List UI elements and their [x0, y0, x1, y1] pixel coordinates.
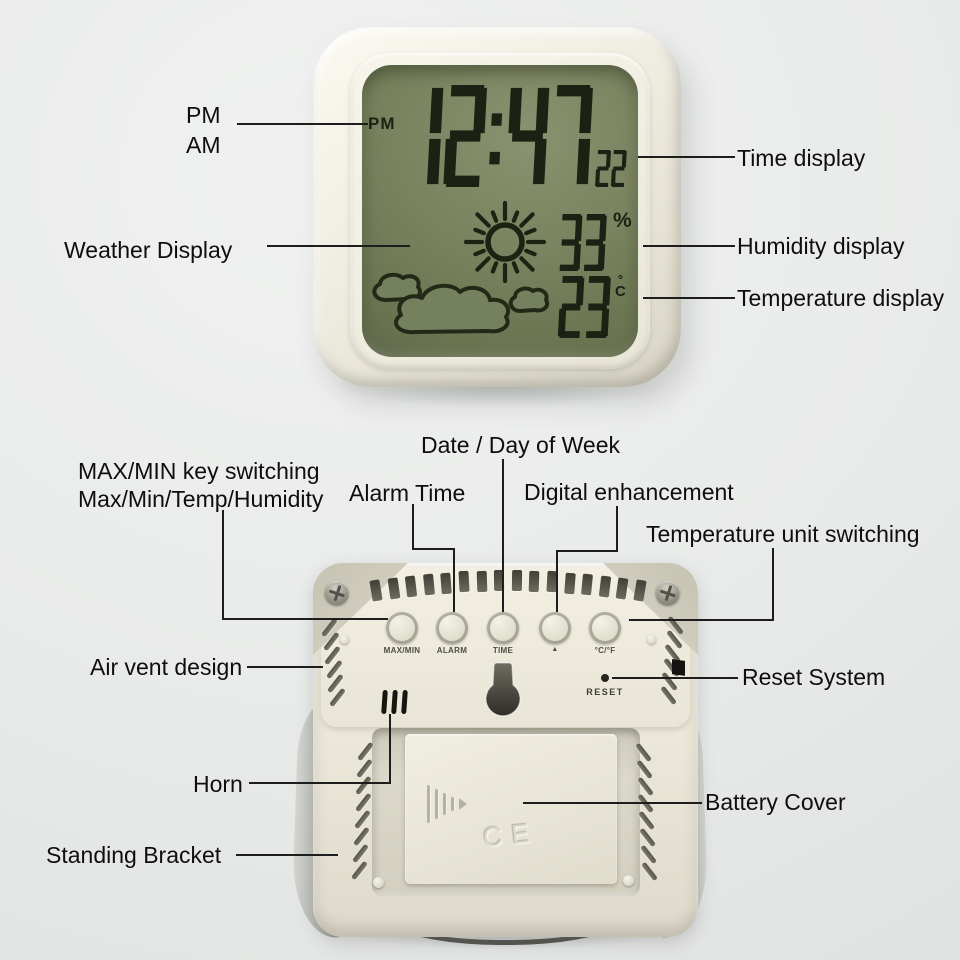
label-digital-enhancement: Digital enhancement: [524, 479, 734, 505]
button-c-f[interactable]: [589, 612, 621, 644]
leader-pm: [237, 123, 368, 125]
leader-digital-h: [556, 550, 618, 552]
leader-humidity: [643, 245, 735, 247]
label-temperature-unit-switching: Temperature unit switching: [646, 521, 920, 547]
molding-peg: [340, 635, 349, 644]
leader-tempunit-h: [629, 619, 774, 621]
percent-symbol: %: [613, 209, 632, 232]
reset-text: RESET: [586, 687, 624, 697]
leader-reset-h: [612, 677, 738, 679]
button-c-f-label: °C/°F: [594, 646, 616, 655]
leader-battery-h: [523, 802, 702, 804]
leader-bracket-h: [236, 854, 338, 856]
ce-mark: CE: [481, 817, 540, 853]
molding-peg: [647, 635, 656, 644]
button-alarm[interactable]: [436, 612, 468, 644]
weather-clock-back: MAX/MIN ALARM TIME ▲ °C/°F RESET: [313, 563, 698, 937]
label-weather-display: Weather Display: [64, 237, 233, 263]
button-max-min-label: MAX/MIN: [383, 646, 421, 655]
leader-digital-v2: [556, 550, 558, 612]
leader-maxmin-v: [222, 510, 224, 620]
button-time[interactable]: [487, 612, 519, 644]
leader-horn-v: [389, 714, 391, 784]
label-standing-bracket: Standing Bracket: [46, 842, 222, 868]
humidity-value: [559, 214, 607, 271]
label-horn: Horn: [193, 771, 243, 797]
pm-indicator: PM: [368, 114, 396, 133]
celsius-symbol: °C: [615, 272, 626, 300]
leader-digital-v1: [616, 506, 618, 552]
button-max-min[interactable]: [386, 612, 418, 644]
seconds-value: [595, 150, 627, 187]
weather-clock-front: PM % °C: [313, 27, 681, 387]
leader-alarm-v1: [412, 504, 414, 550]
time-value: [405, 85, 593, 187]
leader-airvent-h: [247, 666, 323, 668]
label-battery-cover: Battery Cover: [705, 789, 846, 815]
leader-time: [638, 156, 735, 158]
label-alarm-time: Alarm Time: [349, 480, 466, 506]
lcd-screen: PM % °C: [362, 65, 638, 357]
keyhole-hanger: [485, 662, 521, 717]
temperature-value: [557, 276, 611, 338]
lcd-bezel: PM % °C: [350, 53, 650, 369]
leader-temperature: [643, 297, 735, 299]
battery-cover[interactable]: CE: [405, 734, 617, 884]
leader-alarm-h: [412, 548, 455, 550]
battery-cover-grip: [427, 780, 467, 828]
leader-weather: [267, 245, 410, 247]
label-reset-system: Reset System: [742, 664, 886, 690]
sun-icon: [463, 200, 547, 284]
label-maxmin-switching: MAX/MIN key switching Max/Min/Temp/Humid…: [78, 458, 324, 512]
label-air-vent-design: Air vent design: [90, 654, 243, 680]
latch-hole: [672, 659, 685, 676]
standing-bracket-bottom: [332, 872, 678, 945]
molding-peg: [623, 875, 634, 886]
reset-pinhole[interactable]: [601, 674, 609, 682]
button-time-label: TIME: [492, 646, 514, 655]
label-date-day-of-week: Date / Day of Week: [421, 432, 620, 458]
leader-alarm-v2: [453, 548, 455, 612]
label-time-display: Time display: [737, 145, 866, 171]
label-pm-am: PM AM: [186, 102, 221, 158]
button-up[interactable]: [539, 612, 571, 644]
button-up-label: ▲: [551, 646, 559, 653]
button-alarm-label: ALARM: [436, 646, 468, 655]
leader-maxmin-h: [222, 618, 388, 620]
leader-horn-h: [249, 782, 391, 784]
label-humidity-display: Humidity display: [737, 233, 905, 259]
clouds-icon: [372, 272, 550, 335]
leader-tempunit-v: [772, 548, 774, 621]
molding-peg: [373, 877, 384, 888]
leader-date-v: [502, 459, 504, 612]
label-temperature-display: Temperature display: [737, 285, 945, 311]
vent-slots: [369, 569, 647, 603]
